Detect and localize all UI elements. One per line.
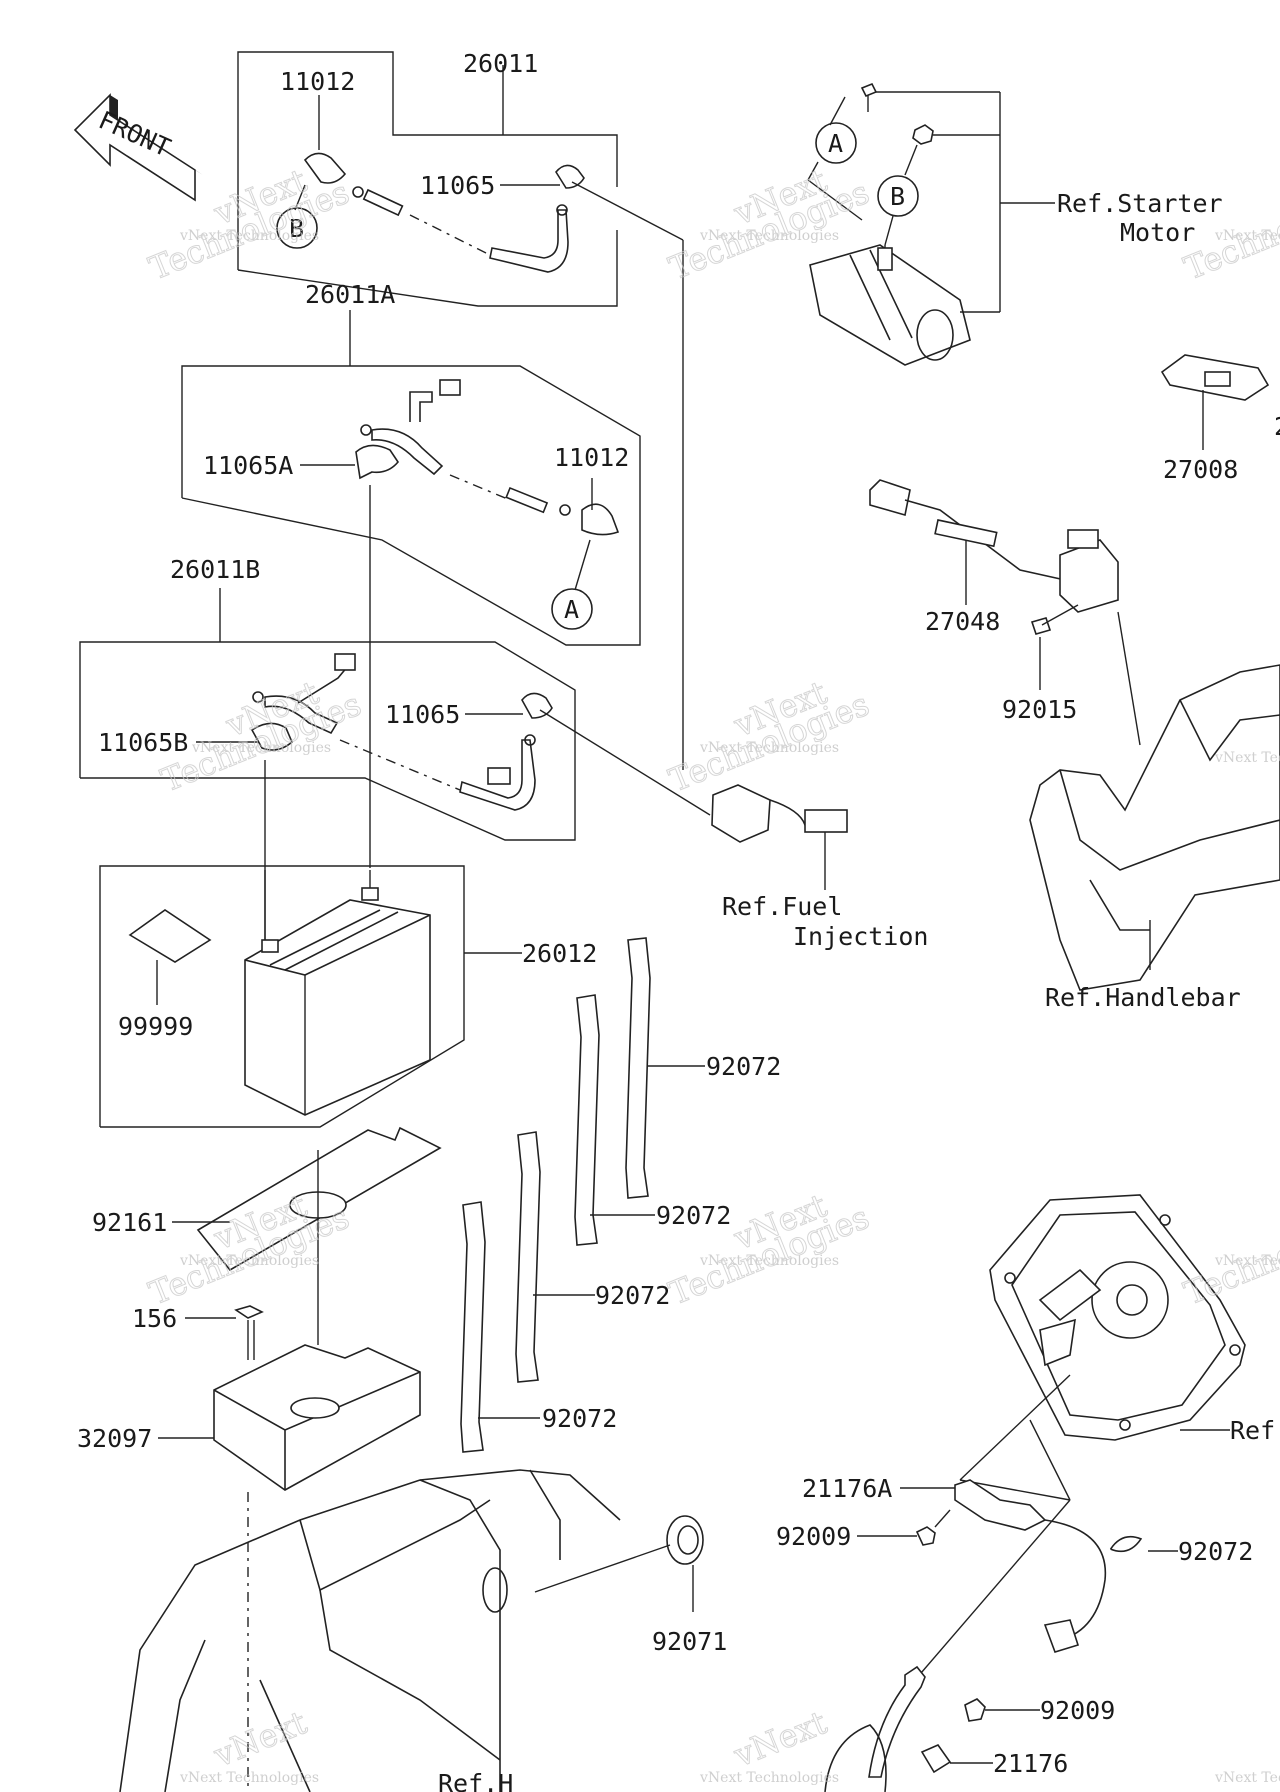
group-26012-battery: 26012 99999 xyxy=(99,865,597,1128)
svg-text:A: A xyxy=(564,595,579,624)
label-92072-d: 92072 xyxy=(542,1404,617,1433)
label-92071: 92071 xyxy=(652,1627,727,1656)
strap-2 xyxy=(574,994,600,1246)
label-92072-e: 92072 xyxy=(1178,1537,1253,1566)
group-26011: 26011 11012 B 11065 xyxy=(237,49,684,770)
terminal-cap-11012 xyxy=(303,152,347,184)
ref-right: Ref xyxy=(1230,1416,1275,1445)
grommet-92071: 92071 xyxy=(534,1515,727,1656)
label-92015: 92015 xyxy=(1002,695,1077,724)
svg-text:A: A xyxy=(828,129,843,158)
straps-92072: 92072 92072 92072 92072 xyxy=(460,937,781,1453)
fuel-injection-connector: Ref.Fuel Injection xyxy=(711,784,928,951)
label-26011: 26011 xyxy=(463,49,538,78)
ref-fuel-2: Injection xyxy=(793,922,928,951)
ignition-assembly: Ref 21176A 92009 92072 92009 21176 xyxy=(776,1194,1275,1792)
ref-starter-1: Ref.Starter xyxy=(1057,189,1223,218)
strap-3 xyxy=(515,1131,541,1383)
label-27048: 27048 xyxy=(925,607,1000,636)
label-11065-mid: 11065 xyxy=(385,700,460,729)
svg-text:vNext Technologies: vNext Technologies xyxy=(179,1253,319,1269)
svg-text:vNext: vNext xyxy=(728,1703,832,1775)
starter-motor: A B Ref.Starter Motor xyxy=(807,82,1223,366)
label-11065A: 11065A xyxy=(203,451,293,480)
frame-outline: Ref.H xyxy=(119,1469,621,1792)
svg-text:vNext Technologies: vNext Technologies xyxy=(699,228,839,244)
part-27048: 27048 92015 xyxy=(869,479,1141,746)
ref-starter-2: Motor xyxy=(1120,218,1195,247)
label-11012-top: 11012 xyxy=(280,67,355,96)
group-26011A: 26011A 11065A 11012 A xyxy=(181,280,641,868)
label-92072-c: 92072 xyxy=(595,1281,670,1310)
svg-text:vNext Technologies: vNext Technologies xyxy=(699,1253,839,1269)
label-92072-a: 92072 xyxy=(706,1052,781,1081)
svg-text:vNext Technologies: vNext Technologies xyxy=(191,740,331,756)
part-27008: 27008 2 xyxy=(1160,354,1280,484)
bag-99999 xyxy=(128,909,212,963)
callout-a-mid xyxy=(551,588,593,630)
svg-text:vNext: vNext xyxy=(208,1703,312,1775)
label-11012-mid: 11012 xyxy=(554,443,629,472)
group-26011B: 26011B 11065 11065B xyxy=(79,555,711,940)
svg-text:vNext Technologies: vNext Technologies xyxy=(1214,1770,1280,1786)
label-27008: 27008 xyxy=(1163,455,1238,484)
label-11065-top: 11065 xyxy=(420,171,495,200)
label-156: 156 xyxy=(132,1304,177,1333)
callout-b-top xyxy=(276,207,318,249)
callout-b-right xyxy=(877,175,919,217)
callout-a-top xyxy=(815,122,857,164)
label-21176: 21176 xyxy=(993,1749,1068,1778)
label-92072-b: 92072 xyxy=(656,1201,731,1230)
ref-fuel-1: Ref.Fuel xyxy=(722,892,842,921)
front-arrow-icon: FRONT xyxy=(73,93,203,202)
strap-1 xyxy=(625,937,651,1199)
label-92161: 92161 xyxy=(92,1208,167,1237)
label-92009-a: 92009 xyxy=(776,1522,851,1551)
strap-4 xyxy=(460,1201,486,1453)
svg-text:vNext Technologies: vNext Technologies xyxy=(1214,1253,1280,1269)
label-21176A: 21176A xyxy=(802,1474,892,1503)
svg-text:vNext Technologies: vNext Technologies xyxy=(1214,750,1280,766)
svg-text:B: B xyxy=(890,182,905,211)
svg-text:vNext Technologies: vNext Technologies xyxy=(179,228,319,244)
ref-handlebar: Ref.Handlebar xyxy=(1045,983,1241,1012)
label-11065B: 11065B xyxy=(98,728,188,757)
svg-text:B: B xyxy=(289,214,304,243)
ref-bottom: Ref.H xyxy=(438,1769,513,1792)
label-32097: 32097 xyxy=(77,1424,152,1453)
label-26011B: 26011B xyxy=(170,555,260,584)
handlebar-housing: Ref.Handlebar xyxy=(1029,664,1280,1012)
label-92009-b: 92009 xyxy=(1040,1696,1115,1725)
label-99999: 99999 xyxy=(118,1012,193,1041)
svg-text:vNext Technologies: vNext Technologies xyxy=(699,1770,839,1786)
svg-text:vNext Technologies: vNext Technologies xyxy=(179,1770,319,1786)
svg-text:vNext Technologies: vNext Technologies xyxy=(1214,228,1280,244)
svg-text:vNext Technologies: vNext Technologies xyxy=(699,740,839,756)
label-26011A: 26011A xyxy=(305,280,395,309)
case-32097: 156 32097 xyxy=(77,1150,421,1792)
label-26012: 26012 xyxy=(522,939,597,968)
label-partial-2: 2 xyxy=(1274,412,1280,441)
